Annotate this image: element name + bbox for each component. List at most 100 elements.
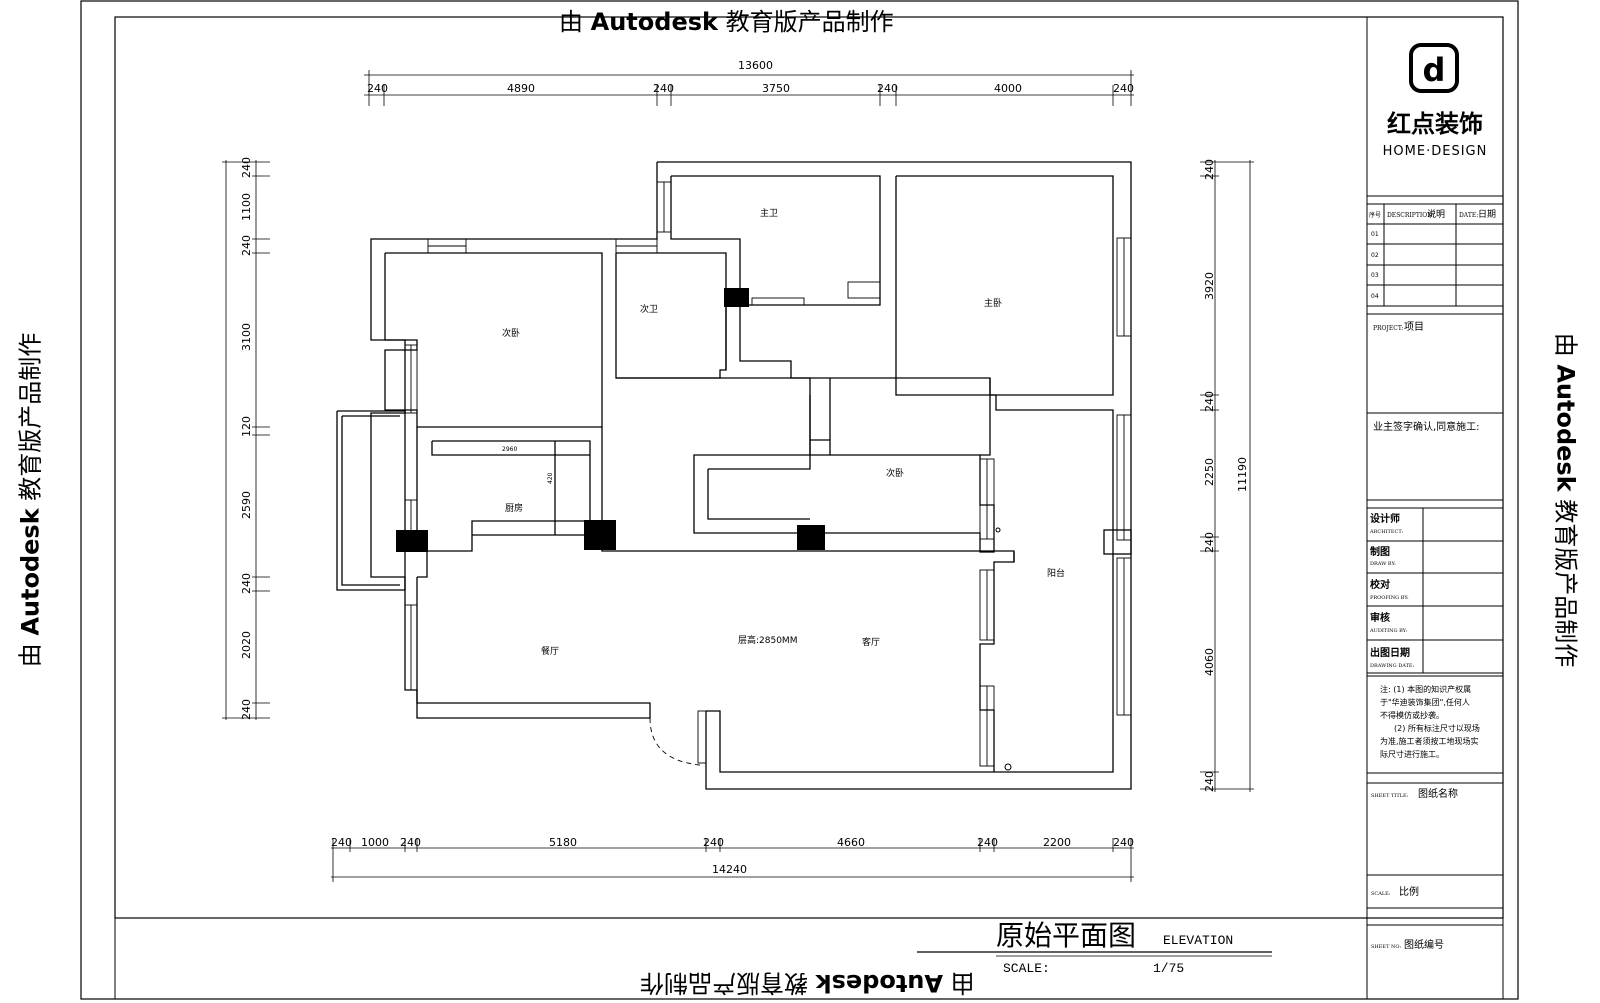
drawing-scale-value: 1/75: [1153, 961, 1184, 976]
room-balcony: 阳台: [1047, 567, 1065, 579]
room-second-bedroom-b: 次卧: [886, 467, 904, 479]
svg-text:240: 240: [240, 699, 253, 720]
room-living: 客厅: [862, 636, 880, 648]
svg-text:DATE:: DATE:: [1459, 212, 1478, 219]
svg-text:4890: 4890: [507, 82, 535, 95]
svg-text:240: 240: [703, 836, 724, 849]
copyright-notes: 注: (1) 本图的知识产权属 于"华迪装饰集团",任何人 不得模仿或抄袭。 (…: [1380, 684, 1480, 759]
room-master-bedroom: 主卧: [984, 297, 1002, 309]
drawing-title: 原始平面图 ELEVATION SCALE: 1/75: [917, 919, 1272, 976]
sheet-info: SHEET TITLE: 图纸名称 SCALE: 比例 SHEET NO: 图纸…: [1371, 787, 1458, 951]
svg-text:02: 02: [1371, 252, 1379, 259]
svg-text:说明: 说明: [1427, 208, 1445, 220]
ceiling-height-note: 层高:2850MM: [738, 634, 797, 646]
svg-text:03: 03: [1371, 272, 1379, 279]
svg-text:240: 240: [367, 82, 388, 95]
svg-text:不得模仿或抄袭。: 不得模仿或抄袭。: [1380, 710, 1444, 720]
svg-text:240: 240: [1203, 771, 1216, 792]
drawing-title-cn: 原始平面图: [996, 919, 1136, 952]
title-block-frame: [1366, 17, 1504, 999]
windows: [404, 181, 1132, 767]
svg-text:3920: 3920: [1203, 272, 1216, 300]
brand-name-cn: 红点装饰: [1387, 110, 1483, 138]
room-master-bath: 主卫: [760, 207, 778, 219]
logo-letter: d: [1423, 51, 1446, 89]
kitchen-depth-dim: 420: [547, 472, 554, 484]
drain-icon: [1004, 763, 1012, 771]
svg-text:1000: 1000: [361, 836, 389, 849]
svg-text:240: 240: [1203, 159, 1216, 180]
room-kitchen: 厨房: [505, 502, 523, 514]
svg-text:240: 240: [240, 573, 253, 594]
svg-text:240: 240: [877, 82, 898, 95]
right-total-dim: 11190: [1236, 457, 1249, 492]
signoff-rows: 设计师 ARCHITECT: 制图 DRAW BY: 校对 PROOFING B…: [1369, 512, 1415, 669]
svg-text:240: 240: [1113, 836, 1134, 849]
revision-table: 序号 DESCRIPTION: 说明 DATE: 日期 01 02 03 04: [1369, 208, 1496, 300]
svg-text:图纸名称: 图纸名称: [1418, 787, 1458, 800]
walls: [336, 161, 1132, 790]
svg-text:于"华迪装饰集团",任何人: 于"华迪装饰集团",任何人: [1380, 697, 1470, 707]
svg-text:为准,施工者须按工地现场实: 为准,施工者须按工地现场实: [1380, 736, 1479, 746]
brand-name-en: HOME·DESIGN: [1383, 144, 1488, 159]
svg-text:240: 240: [653, 82, 674, 95]
svg-text:240: 240: [1203, 532, 1216, 553]
svg-text:04: 04: [1371, 293, 1379, 300]
svg-text:(2) 所有标注尺寸以现场: (2) 所有标注尺寸以现场: [1394, 723, 1480, 733]
svg-text:4060: 4060: [1203, 648, 1216, 676]
svg-text:SHEET NO:: SHEET NO:: [1371, 944, 1401, 950]
svg-text:01: 01: [1371, 231, 1379, 238]
svg-text:际尺寸进行施工。: 际尺寸进行施工。: [1380, 749, 1444, 759]
svg-text:4000: 4000: [994, 82, 1022, 95]
drawing-scale-label: SCALE:: [1003, 961, 1050, 976]
top-total-dim: 13600: [738, 59, 773, 72]
autodesk-watermark-top: 由 Autodesk 教育版产品制作: [559, 8, 894, 36]
drawing-title-en: ELEVATION: [1163, 933, 1233, 948]
svg-text:4660: 4660: [837, 836, 865, 849]
room-second-bedroom-a: 次卧: [502, 327, 520, 339]
structural-columns: [396, 288, 825, 552]
svg-text:图纸编号: 图纸编号: [1404, 938, 1444, 951]
owner-confirm-text: 业主签字确认,同意施工:: [1373, 420, 1480, 433]
svg-text:1100: 1100: [240, 193, 253, 221]
svg-text:比例: 比例: [1399, 885, 1419, 898]
brand-logo: d 红点装饰 HOME·DESIGN: [1383, 43, 1488, 159]
svg-text:240: 240: [400, 836, 421, 849]
svg-text:2590: 2590: [240, 491, 253, 519]
svg-text:2020: 2020: [240, 631, 253, 659]
svg-text:DRAW BY:: DRAW BY:: [1370, 561, 1396, 567]
dimension-lines: [222, 70, 1254, 882]
svg-text:240: 240: [1203, 391, 1216, 412]
outer-sheet-border: [80, 0, 1519, 1000]
svg-text:240: 240: [1113, 82, 1134, 95]
svg-text:5180: 5180: [549, 836, 577, 849]
dimension-texts: 13600 240 4890 240 3750 240 4000 240 240…: [240, 59, 1249, 876]
svg-text:ARCHITECT:: ARCHITECT:: [1369, 529, 1404, 535]
svg-text:240: 240: [240, 157, 253, 178]
project-box: PROJECT: 项目 业主签字确认,同意施工:: [1373, 321, 1480, 433]
svg-text:PROOFING BY:: PROOFING BY:: [1370, 595, 1409, 601]
svg-text:注: (1) 本图的知识产权属: 注: (1) 本图的知识产权属: [1380, 684, 1471, 694]
svg-text:DESCRIPTION:: DESCRIPTION:: [1387, 212, 1434, 219]
svg-text:120: 120: [240, 416, 253, 437]
room-second-bath: 次卫: [640, 303, 658, 315]
svg-text:AUDITING BY:: AUDITING BY:: [1369, 628, 1407, 634]
svg-text:制图: 制图: [1370, 545, 1390, 558]
svg-text:校对: 校对: [1370, 578, 1390, 591]
svg-text:240: 240: [240, 235, 253, 256]
svg-text:SCALE:: SCALE:: [1371, 891, 1391, 897]
svg-text:PROJECT:: PROJECT:: [1373, 325, 1404, 332]
svg-text:项目: 项目: [1404, 321, 1424, 333]
svg-text:240: 240: [331, 836, 352, 849]
svg-text:2250: 2250: [1203, 458, 1216, 486]
logo-badge-icon: [1409, 43, 1459, 93]
inner-sheet-border: [114, 16, 1504, 919]
room-dining: 餐厅: [541, 645, 559, 657]
room-labels: 主卫 次卫 次卧 主卧 厨房 次卧 餐厅 客厅 阳台 层高:2850MM 296…: [502, 207, 1065, 657]
svg-text:240: 240: [977, 836, 998, 849]
svg-text:设计师: 设计师: [1370, 512, 1400, 525]
kitchen-width-dim: 2960: [502, 446, 517, 453]
svg-text:出图日期: 出图日期: [1370, 646, 1410, 659]
svg-text:审核: 审核: [1370, 611, 1390, 624]
